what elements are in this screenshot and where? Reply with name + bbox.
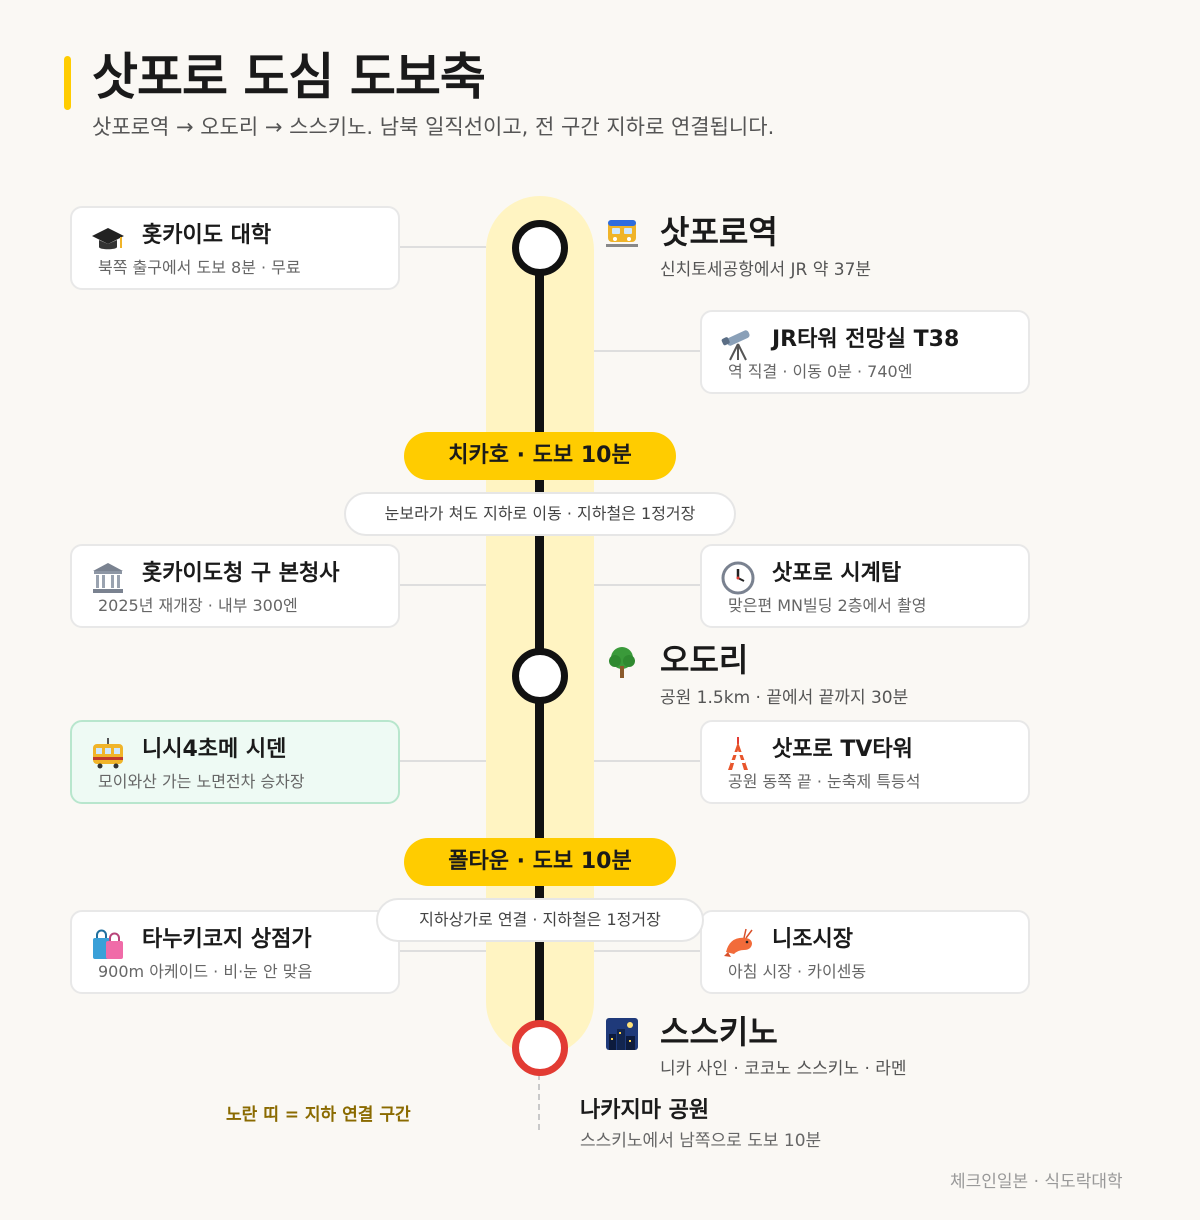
spot-subtitle: 아침 시장 · 카이센동 — [728, 962, 867, 981]
telescope-icon — [721, 330, 750, 361]
spot-title: 삿포로 시계탑 — [772, 561, 902, 586]
spot-card-jr-tower[interactable]: JR타워 전망실 T38 역 직결 · 이동 0분 · 740엔 — [700, 310, 1030, 394]
spot-card-old-government[interactable]: 홋카이도청 구 본청사 2025년 재개장 · 내부 300엔 — [70, 544, 400, 628]
spot-title: 니조시장 — [772, 927, 853, 952]
clock-icon — [721, 561, 755, 595]
connector — [594, 760, 700, 762]
shopping-bags-icon — [93, 929, 123, 959]
walk-note: 눈보라가 쳐도 지하로 이동 · 지하철은 1정거장 — [344, 492, 736, 536]
page-title: 삿포로 도심 도보축 — [92, 48, 486, 106]
station-odori — [604, 644, 640, 684]
station-susukino — [604, 1016, 640, 1056]
spot-subtitle: 900m 아케이드 · 비·눈 안 맞음 — [98, 962, 313, 981]
spot-title: JR타워 전망실 T38 — [772, 327, 960, 352]
tree-icon — [609, 647, 635, 678]
connector — [400, 584, 486, 586]
spot-title: 타누키코지 상점가 — [142, 927, 312, 952]
station-node-susukino[interactable] — [512, 1020, 568, 1076]
spot-subtitle: 맞은편 MN빌딩 2층에서 촬영 — [728, 596, 927, 615]
night-city-icon — [606, 1018, 638, 1050]
tower-icon — [728, 737, 748, 770]
station-name: 삿포로역 — [660, 213, 778, 251]
footer-credit: 체크인일본 · 식도락대학 — [950, 1172, 1123, 1192]
graduation-cap-icon — [92, 228, 124, 250]
spot-title: 홋카이도청 구 본청사 — [142, 561, 340, 586]
connector — [400, 246, 486, 248]
connector — [400, 760, 486, 762]
train-icon — [606, 220, 638, 247]
walk-pill-pole-town: 폴타운 · 도보 10분 — [404, 838, 676, 886]
spot-card-hokkaido-univ[interactable]: 홋카이도 대학 북쪽 출구에서 도보 8분 · 무료 — [70, 206, 400, 290]
page-subtitle: 삿포로역 → 오도리 → 스스키노. 남북 일직선이고, 전 구간 지하로 연결… — [92, 115, 775, 139]
route-line-dashed — [538, 1074, 540, 1130]
nakajima-park-name: 나카지마 공원 — [580, 1098, 710, 1123]
tram-icon — [93, 738, 123, 769]
connector — [594, 950, 700, 952]
spot-card-nijo-market[interactable]: 니조시장 아침 시장 · 카이센동 — [700, 910, 1030, 994]
classical-building-icon — [93, 563, 123, 593]
spot-subtitle: 2025년 재개장 · 내부 300엔 — [98, 596, 298, 615]
spot-subtitle: 모이와산 가는 노면전차 승차장 — [98, 772, 305, 791]
station-desc: 니카 사인 · 코코노 스스키노 · 라멘 — [660, 1059, 907, 1079]
spot-subtitle: 북쪽 출구에서 도보 8분 · 무료 — [98, 258, 301, 277]
station-desc: 공원 1.5km · 끝에서 끝까지 30분 — [660, 688, 909, 708]
walk-pill-chikaho: 치카호 · 도보 10분 — [404, 432, 676, 480]
legend-underground: 노란 띠 = 지하 연결 구간 — [226, 1105, 411, 1125]
station-node-sapporo[interactable] — [512, 220, 568, 276]
connector — [594, 350, 700, 352]
spot-subtitle: 역 직결 · 이동 0분 · 740엔 — [728, 362, 913, 381]
nakajima-park-desc: 스스키노에서 남쪽으로 도보 10분 — [580, 1131, 822, 1151]
connector — [594, 584, 700, 586]
spot-card-clock-tower[interactable]: 삿포로 시계탑 맞은편 MN빌딩 2층에서 촬영 — [700, 544, 1030, 628]
spot-title: 니시4초메 시덴 — [142, 737, 287, 762]
title-accent-bar — [64, 56, 71, 110]
shrimp-icon — [724, 928, 753, 957]
spot-subtitle: 공원 동쪽 끝 · 눈축제 특등석 — [728, 772, 921, 791]
spot-title: 홋카이도 대학 — [142, 223, 272, 248]
connector — [400, 950, 486, 952]
station-name: 오도리 — [660, 641, 749, 679]
spot-title: 삿포로 TV타워 — [772, 737, 913, 762]
station-sapporo — [604, 214, 640, 254]
spot-card-tv-tower[interactable]: 삿포로 TV타워 공원 동쪽 끝 · 눈축제 특등석 — [700, 720, 1030, 804]
station-node-odori[interactable] — [512, 648, 568, 704]
station-desc: 신치토세공항에서 JR 약 37분 — [660, 260, 872, 280]
spot-card-tanukikoji[interactable]: 타누키코지 상점가 900m 아케이드 · 비·눈 안 맞음 — [70, 910, 400, 994]
spot-card-nishi4chome-tram[interactable]: 니시4초메 시덴 모이와산 가는 노면전차 승차장 — [70, 720, 400, 804]
station-name: 스스키노 — [660, 1013, 778, 1051]
walk-note: 지하상가로 연결 · 지하철은 1정거장 — [376, 898, 704, 942]
